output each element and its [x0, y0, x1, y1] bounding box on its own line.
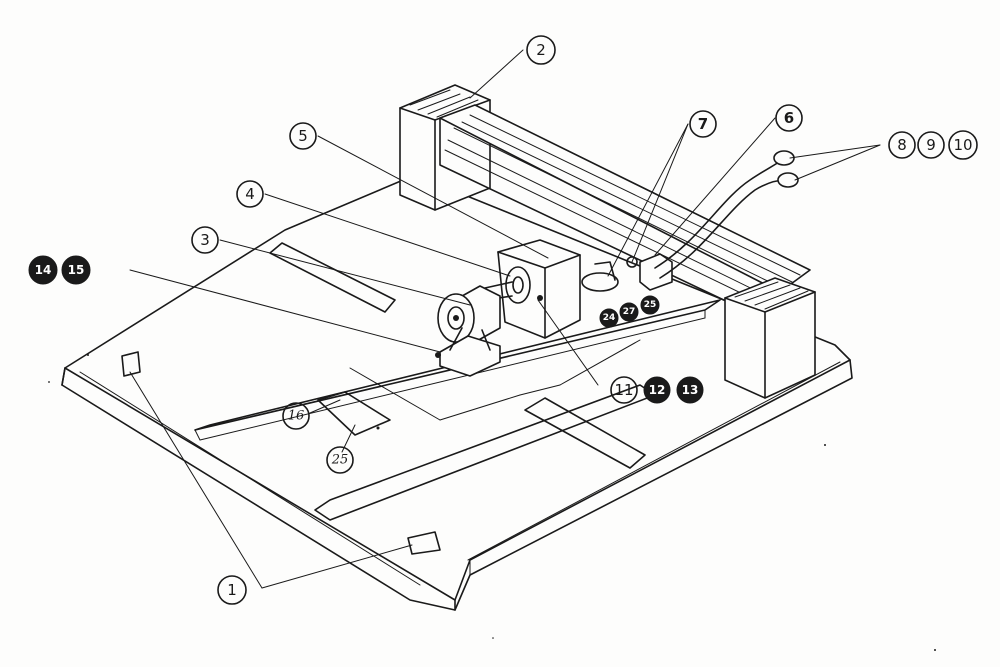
callout-12: 12: [643, 376, 671, 404]
callout-label-4: 4: [245, 185, 255, 203]
motor-bracket: [497, 239, 581, 339]
motor-stand: [435, 327, 501, 377]
callout-label-6: 6: [784, 109, 794, 127]
callout-1: 1: [217, 575, 247, 605]
callout-2: 2: [526, 35, 556, 65]
callout-label-27: 27: [623, 307, 636, 317]
pad-1-front: [407, 531, 441, 555]
callout-label-8: 8: [897, 136, 907, 154]
callout-label-10: 10: [953, 136, 972, 154]
callout-3: 3: [191, 226, 219, 254]
left-post: [399, 84, 491, 211]
callout-label-15: 15: [68, 263, 85, 277]
paper-specks: [48, 354, 936, 651]
motor-body: [437, 285, 501, 343]
callout-label-13: 13: [682, 383, 699, 397]
callout-label-16: 16: [288, 409, 305, 424]
long-rail-upper: [194, 299, 721, 441]
callout-24: 24: [599, 308, 619, 328]
callout-label-25-lower: 25: [331, 453, 349, 468]
callout-label-5: 5: [298, 127, 308, 145]
callout-16: 16: [282, 402, 310, 430]
pad-1-rear: [121, 351, 141, 377]
callout-25-lower: 25: [326, 446, 354, 474]
callout-label-7: 7: [698, 115, 708, 133]
callout-8: 8: [888, 131, 916, 159]
callout-13: 13: [676, 376, 704, 404]
junction-box-6: [626, 253, 673, 291]
callout-label-25-upper: 25: [644, 300, 657, 310]
cross-beam: [439, 104, 811, 323]
callout-25-upper: 25: [640, 295, 660, 315]
callout-10: 10: [948, 130, 978, 160]
callout-6: 6: [775, 104, 803, 132]
callout-11: 11: [610, 376, 638, 404]
hoses-8-9-10: [654, 150, 799, 279]
plate-16: [317, 391, 391, 436]
cross-member-right: [524, 397, 646, 469]
callout-label-3: 3: [200, 231, 210, 249]
callout-label-1: 1: [227, 581, 237, 599]
callout-label-2: 2: [536, 41, 546, 59]
platform-divider-lines: [349, 339, 641, 421]
motor-shaft-coupling: [484, 266, 543, 304]
right-post: [724, 277, 816, 399]
callout-label-9: 9: [926, 136, 936, 154]
callout-5: 5: [289, 122, 317, 150]
left-rail: [269, 242, 396, 313]
callout-9: 9: [917, 131, 945, 159]
callout-label-24: 24: [603, 313, 616, 323]
callout-label-11: 11: [614, 381, 633, 399]
hose-fitting-7: [581, 261, 619, 292]
bolt-11: [537, 295, 543, 301]
callout-7: 7: [689, 110, 717, 138]
callout-4: 4: [236, 180, 264, 208]
callout-15: 15: [61, 255, 91, 285]
leader-lines: [129, 49, 881, 589]
callout-14: 14: [28, 255, 58, 285]
base-platform: [61, 174, 853, 611]
callout-27: 27: [619, 302, 639, 322]
callout-label-14: 14: [35, 263, 52, 277]
callout-label-12: 12: [649, 383, 666, 397]
